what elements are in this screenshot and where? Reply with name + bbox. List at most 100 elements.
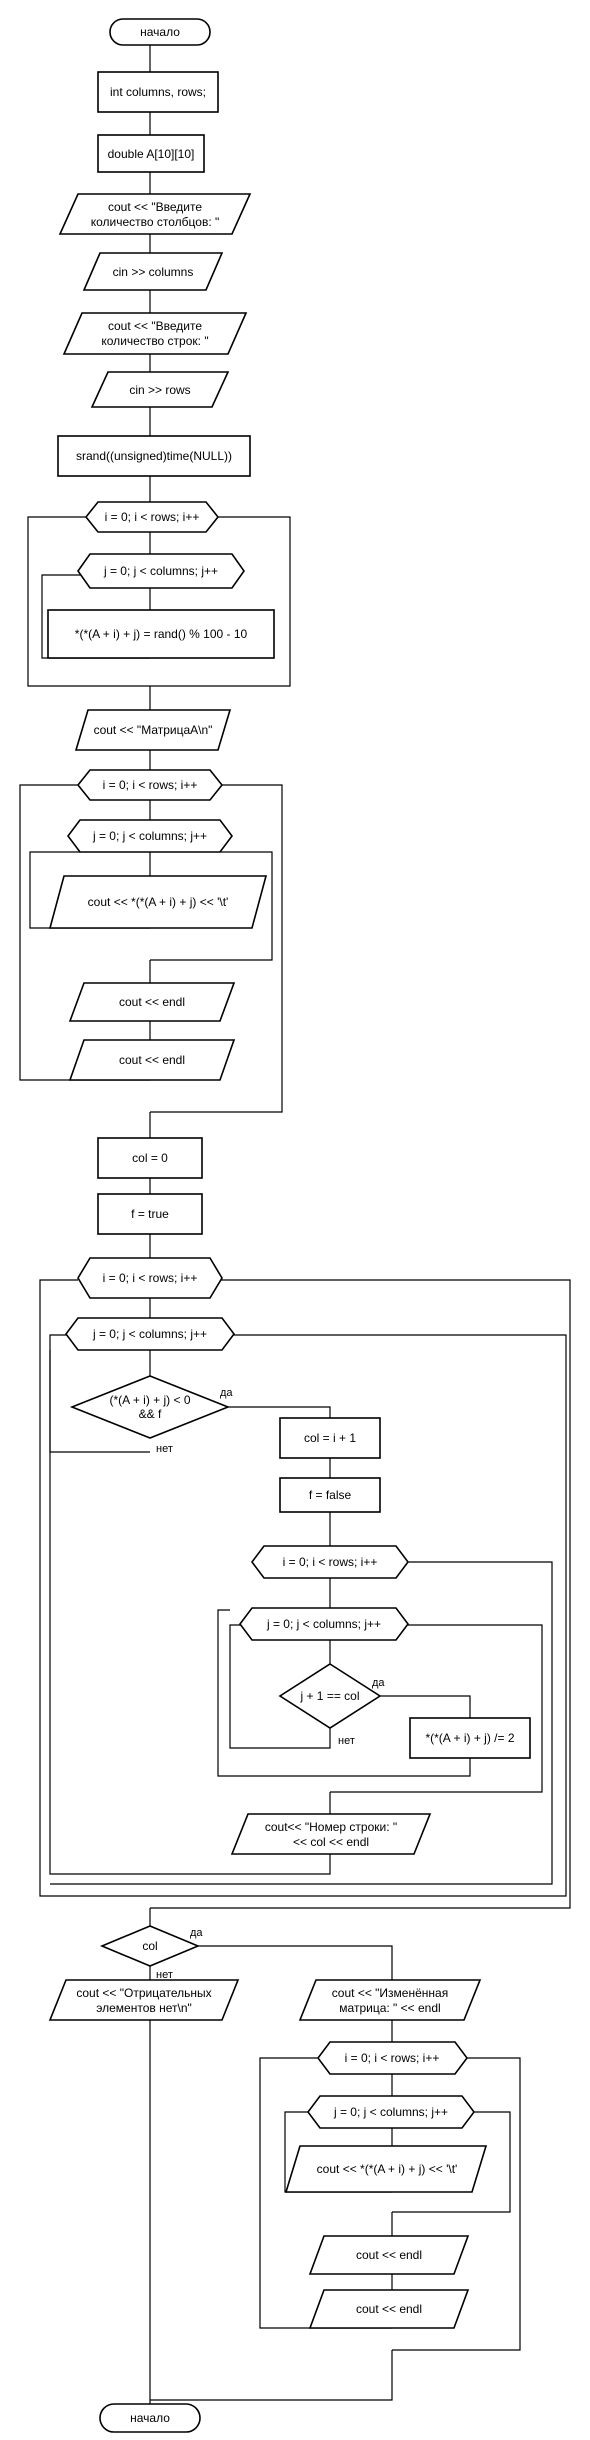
svg-text:cout << endl: cout << endl — [119, 1053, 185, 1067]
print-elem2-io: cout << *(*(A + i) + j) << '\t' — [284, 2145, 488, 2193]
fill-elem-process: *(*(A + i) + j) = rand() % 100 - 10 — [47, 609, 275, 659]
print-row-io: cout<< "Номер строки: " << col << endl — [230, 1813, 432, 1855]
svg-text:i = 0; i < rows; i++: i = 0; i < rows; i++ — [345, 2051, 440, 2065]
svg-text:элементов нет\n": элементов нет\n" — [96, 2001, 192, 2015]
svg-text:(*(A + i) + j) < 0: (*(A + i) + j) < 0 — [109, 1393, 190, 1407]
connector — [49, 1350, 331, 1875]
loop1-i-hexagon: i = 0; i < rows; i++ — [84, 501, 220, 533]
loop2-j-hexagon: j = 0; j < columns; j++ — [67, 819, 233, 853]
svg-text:cout << "Введите: cout << "Введите — [108, 319, 202, 333]
svg-text:cin >> columns: cin >> columns — [113, 265, 194, 279]
connector — [27, 516, 291, 687]
svg-text:начало: начало — [140, 25, 180, 39]
changed-title-io: cout << "Изменённая матрица: " << endl — [298, 1979, 482, 2021]
connector — [228, 1406, 331, 1418]
decl-vars-process: int columns, rows; — [97, 71, 219, 113]
svg-text:double A[10][10]: double A[10][10] — [108, 147, 195, 161]
svg-text:srand((unsigned)time(NULL)): srand((unsigned)time(NULL)) — [76, 449, 232, 463]
svg-text:j = 0; j < columns; j++: j = 0; j < columns; j++ — [103, 564, 218, 578]
loop4-i-hexagon: i = 0; i < rows; i++ — [251, 1545, 409, 1579]
loop2-i-hexagon: i = 0; i < rows; i++ — [76, 769, 224, 801]
connector — [150, 2350, 393, 2401]
svg-text:cout << endl: cout << endl — [119, 995, 185, 1009]
svg-text:cout << "МатрицаA\n": cout << "МатрицаA\n" — [94, 723, 213, 737]
no-label: нет — [156, 1443, 173, 1455]
loop1-j-hexagon: j = 0; j < columns; j++ — [77, 553, 245, 589]
endl-a-io: cout << endl — [68, 982, 236, 1022]
cond-col-decision: j + 1 == col — [278, 1663, 382, 1729]
svg-text:int columns, rows;: int columns, rows; — [110, 85, 206, 99]
svg-text:i = 0; i < rows; i++: i = 0; i < rows; i++ — [103, 1271, 198, 1285]
input-rows-io: cin >> rows — [90, 371, 230, 408]
svg-text:cout << *(*(A + i) + j) << '\t: cout << *(*(A + i) + j) << '\t' — [317, 2162, 458, 2176]
no-label: нет — [156, 1969, 173, 1981]
loop5-j-hexagon: j = 0; j < columns; j++ — [307, 2095, 475, 2129]
svg-text:j = 0; j < columns; j++: j = 0; j < columns; j++ — [92, 1327, 207, 1341]
prompt-rows-io: cout << "Введите количество строк: " — [62, 312, 248, 355]
svg-text:j = 0; j < columns; j++: j = 0; j < columns; j++ — [333, 2105, 448, 2119]
svg-text:cout << "Введите: cout << "Введите — [108, 200, 202, 214]
svg-text:col = i + 1: col = i + 1 — [304, 1431, 356, 1445]
connectors — [19, 44, 571, 2428]
svg-text:f = false: f = false — [309, 1488, 352, 1502]
start-terminator: начало — [109, 18, 211, 46]
svg-text:количество строк: ": количество строк: " — [101, 334, 208, 348]
connector — [150, 784, 283, 1113]
svg-text:cout << endl: cout << endl — [356, 2302, 422, 2316]
svg-text:f = true: f = true — [131, 1207, 169, 1221]
svg-text:*(*(A + i) + j) = rand() % 100: *(*(A + i) + j) = rand() % 100 - 10 — [75, 627, 248, 641]
svg-text:col = 0: col = 0 — [132, 1151, 168, 1165]
svg-text:cout<< "Номер строки: ": cout<< "Номер строки: " — [265, 1820, 397, 1834]
svg-text:j = 0; j < columns; j++: j = 0; j < columns; j++ — [266, 1617, 381, 1631]
connector — [50, 1561, 553, 1885]
svg-text:*(*(A + i) + j) /= 2: *(*(A + i) + j) /= 2 — [425, 1731, 514, 1745]
loop4-j-hexagon: j = 0; j < columns; j++ — [239, 1607, 409, 1641]
print-title-io: cout << "МатрицаA\n" — [74, 709, 232, 751]
connector — [150, 1279, 571, 1909]
svg-text:количество столбцов: ": количество столбцов: " — [91, 215, 220, 229]
prompt-columns-io: cout << "Введите количество столбцов: " — [58, 193, 252, 235]
print-elem-io: cout << *(*(A + i) + j) << '\t' — [48, 875, 268, 929]
svg-text:i = 0; i < rows; i++: i = 0; i < rows; i++ — [105, 510, 200, 524]
cond-final-decision: col — [99, 1925, 201, 1967]
connector — [217, 1609, 471, 1777]
connector — [392, 2057, 521, 2351]
f-false-process: f = false — [279, 1477, 381, 1513]
cond-neg-decision: (*(A + i) + j) < 0 && f — [69, 1375, 231, 1439]
svg-text:cout << "Изменённая: cout << "Изменённая — [332, 1986, 448, 2000]
no-label: нет — [338, 1735, 355, 1747]
connector — [229, 1624, 331, 1749]
connector — [150, 851, 273, 961]
endl-c-io: cout << endl — [308, 2235, 470, 2275]
connector — [378, 1695, 471, 1718]
end-terminator: начало — [99, 2403, 201, 2433]
svg-text:i = 0; i < rows; i++: i = 0; i < rows; i++ — [103, 778, 198, 792]
srand-process: srand((unsigned)time(NULL)) — [57, 435, 251, 477]
svg-text:начало: начало — [130, 2411, 170, 2425]
yes-label: да — [190, 1927, 203, 1939]
svg-text:<< col << endl: << col << endl — [293, 1835, 369, 1849]
loop3-i-hexagon: i = 0; i < rows; i++ — [77, 1257, 223, 1299]
connector — [39, 1279, 567, 1897]
connector — [198, 1945, 393, 1980]
svg-text:j = 0; j < columns; j++: j = 0; j < columns; j++ — [92, 829, 207, 843]
loop3-j-hexagon: j = 0; j < columns; j++ — [65, 1317, 235, 1351]
yes-label: да — [372, 1677, 385, 1689]
svg-text:i = 0; i < rows; i++: i = 0; i < rows; i++ — [283, 1555, 378, 1569]
loop5-i-hexagon: i = 0; i < rows; i++ — [317, 2041, 468, 2075]
svg-text:cin >> rows: cin >> rows — [129, 383, 190, 397]
input-columns-io: cin >> columns — [82, 252, 224, 291]
svg-text:матрица: " << endl: матрица: " << endl — [339, 2001, 440, 2015]
svg-text:j + 1 == col: j + 1 == col — [299, 1689, 359, 1703]
yes-label: да — [220, 1387, 233, 1399]
svg-text:col: col — [142, 1939, 157, 1953]
col-init-process: col = 0 — [97, 1137, 203, 1179]
svg-text:cout << *(*(A + i) + j) << '\t: cout << *(*(A + i) + j) << '\t' — [88, 895, 229, 909]
endl-d-io: cout << endl — [308, 2289, 470, 2329]
col-set-process: col = i + 1 — [279, 1417, 381, 1459]
f-init-process: f = true — [97, 1193, 203, 1235]
connector — [330, 1624, 543, 1793]
endl-b-io: cout << endl — [68, 1039, 236, 1081]
svg-text:cout << "Отрицательных: cout << "Отрицательных — [76, 1986, 211, 2000]
